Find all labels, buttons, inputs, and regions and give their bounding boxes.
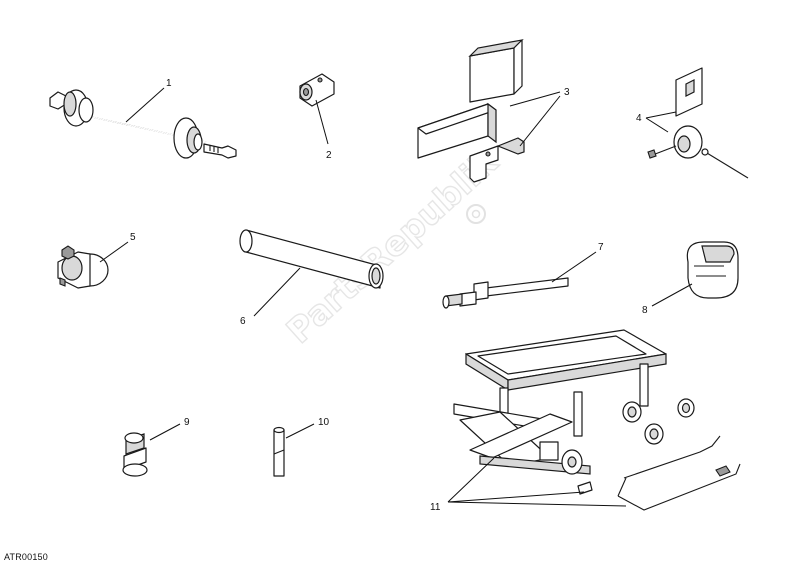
callout-8: 8: [642, 305, 648, 316]
leader-2: [315, 99, 329, 145]
callout-labels: 1 2 3 4 5 6 7 8 9 10 11: [130, 78, 648, 513]
callout-2: 2: [326, 150, 332, 161]
leader-8: [651, 283, 693, 307]
callout-11: 11: [430, 502, 441, 513]
part-8-split-ring: [686, 241, 739, 299]
leader-6: [253, 267, 301, 317]
callout-5: 5: [130, 232, 136, 243]
callout-7: 7: [598, 242, 604, 253]
part-1-bearing-tool: [49, 89, 237, 159]
part-9-plug: [122, 432, 148, 477]
part-2-bushing: [299, 73, 335, 107]
part-6-tube: [239, 229, 384, 289]
watermark-gear-icon: [466, 204, 486, 224]
part-7-pin: [442, 277, 569, 309]
leader-11: [447, 457, 627, 507]
leader-9: [149, 423, 181, 441]
leader-3: [509, 91, 561, 147]
leader-10: [285, 423, 315, 439]
part-3-tool-case: [417, 39, 525, 183]
callout-1: 1: [166, 78, 172, 89]
drawing-code: ATR00150: [4, 552, 48, 562]
part-10-pin: [273, 426, 285, 477]
leader-7: [551, 251, 597, 283]
callout-9: 9: [184, 417, 190, 428]
callout-10: 10: [318, 417, 330, 428]
callout-6: 6: [240, 316, 246, 327]
callout-3: 3: [564, 87, 570, 98]
leader-5: [99, 241, 129, 263]
part-11-lift-stand: [453, 329, 741, 511]
part-5-socket: [57, 245, 109, 289]
part-4-plate-puller: [647, 67, 749, 179]
leader-lines: [99, 87, 693, 507]
callout-4: 4: [636, 113, 642, 124]
leader-1: [125, 87, 165, 123]
leader-4: [645, 111, 677, 133]
